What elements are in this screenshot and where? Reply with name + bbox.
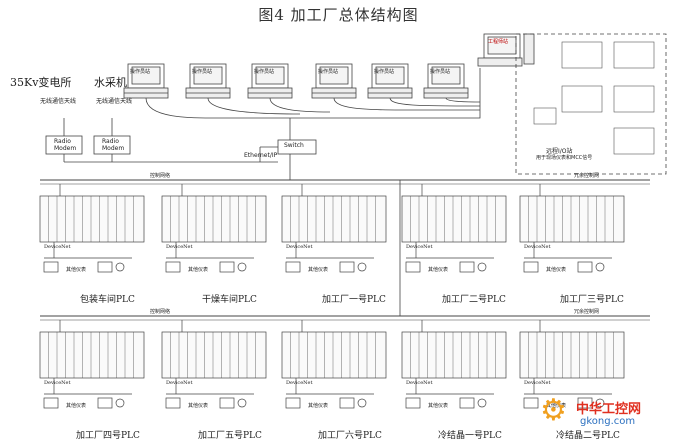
devicenet-row1-3: DeviceNet [286,244,313,250]
plc-name-row2-3: 加工厂六号PLC [318,431,382,441]
ws1-label: 操作员站 [130,69,151,75]
remote-io-box [515,33,667,175]
devicenet-row1-1: DeviceNet [44,244,71,250]
operator-workstation-3 [247,63,293,99]
field-row1-2: 其他仪表 [188,267,209,273]
devicenet-row1-5: DeviceNet [524,244,551,250]
devicenet-row2-3: DeviceNet [286,380,313,386]
field-row2-3: 其他仪表 [308,403,329,409]
watermark-line1: 中华工控网 [576,402,642,417]
plc-rack-row2-3 [281,320,387,409]
devicenet-row1-4: DeviceNet [406,244,433,250]
plc-name-row1-5: 加工厂三号PLC [560,295,624,305]
ethernet-label: Ethernet/IP [244,152,278,159]
modem2-line1: Radio [102,138,119,145]
field-row1-4: 其他仪表 [428,267,449,273]
devicenet-row1-2: DeviceNet [166,244,193,250]
operator-workstation-2 [185,63,231,99]
figure-title: 图4 加工厂总体结构图 [258,6,419,24]
ws3-label: 操作员站 [254,69,275,75]
modem2-line2: Modem [102,145,125,152]
plc-name-row1-4: 加工厂二号PLC [442,295,506,305]
field-row2-2: 其他仪表 [188,403,209,409]
water-antenna-label: 无线通信天线 [96,98,133,105]
remote-io-caption: 远程I/O站 [546,148,573,155]
plc-name-row1-2: 干燥车间PLC [202,295,257,305]
redundant-net-label-2: 冗余控制网 [574,309,600,315]
gear-icon: ⚙ [540,393,567,428]
ws6-label: 操作员站 [430,69,451,75]
watermark-line2: gkong.com [580,416,636,427]
field-row2-5: 其他仪表 [546,403,567,409]
control-net-label: 控制网络 [150,173,171,179]
operator-workstation-4 [311,63,357,99]
modem1-line2: Modem [54,145,77,152]
plc-name-row2-5: 冷结晶二号PLC [556,431,620,441]
plc-rack-row1-1 [39,184,145,273]
control-net-label-2: 控制网络 [150,309,171,315]
operator-workstation-6 [423,63,469,99]
ws5-label: 操作员站 [374,69,395,75]
devicenet-row2-2: DeviceNet [166,380,193,386]
switch-label: Switch [284,142,304,149]
devicenet-row2-1: DeviceNet [44,380,71,386]
engineer-workstation [477,33,535,67]
plc-rack-row1-4 [401,184,507,273]
plc-name-row1-1: 包装车间PLC [80,295,135,305]
plc-name-row1-3: 加工厂一号PLC [322,295,386,305]
field-row2-1: 其他仪表 [66,403,87,409]
modem1-line1: Radio [54,138,71,145]
ws2-label: 操作员站 [192,69,213,75]
substation-label: 35Kv变电所 [10,76,72,89]
plc-rack-row2-4 [401,320,507,409]
substation-antenna-label: 无线通信天线 [40,98,77,105]
plc-rack-row1-5 [519,184,625,273]
operator-workstation-1 [123,63,169,99]
engineer-station-label: 工程师站 [488,39,509,45]
plc-name-row2-4: 冷结晶一号PLC [438,431,502,441]
field-row1-1: 其他仪表 [66,267,87,273]
field-row1-3: 其他仪表 [308,267,329,273]
remote-io-sub: 用于现场仪表和MCC信号 [536,155,593,161]
plc-rack-row1-2 [161,184,267,273]
devicenet-row2-4: DeviceNet [406,380,433,386]
plc-rack-row2-2 [161,320,267,409]
field-row2-4: 其他仪表 [428,403,449,409]
water-plant-label: 水采机 [94,76,127,89]
ws4-label: 操作员站 [318,69,339,75]
plc-rack-row2-5 [519,320,625,409]
devicenet-row2-5: DeviceNet [524,380,551,386]
watermark: ⚙ 中华工控网 gkong.com [540,394,670,440]
plc-rack-row1-3 [281,184,387,273]
plc-rack-row2-1 [39,320,145,409]
plc-name-row2-2: 加工厂五号PLC [198,431,262,441]
redundant-net-label: 冗余控制网 [574,173,600,179]
plc-name-row2-1: 加工厂四号PLC [76,431,140,441]
field-row1-5: 其他仪表 [546,267,567,273]
